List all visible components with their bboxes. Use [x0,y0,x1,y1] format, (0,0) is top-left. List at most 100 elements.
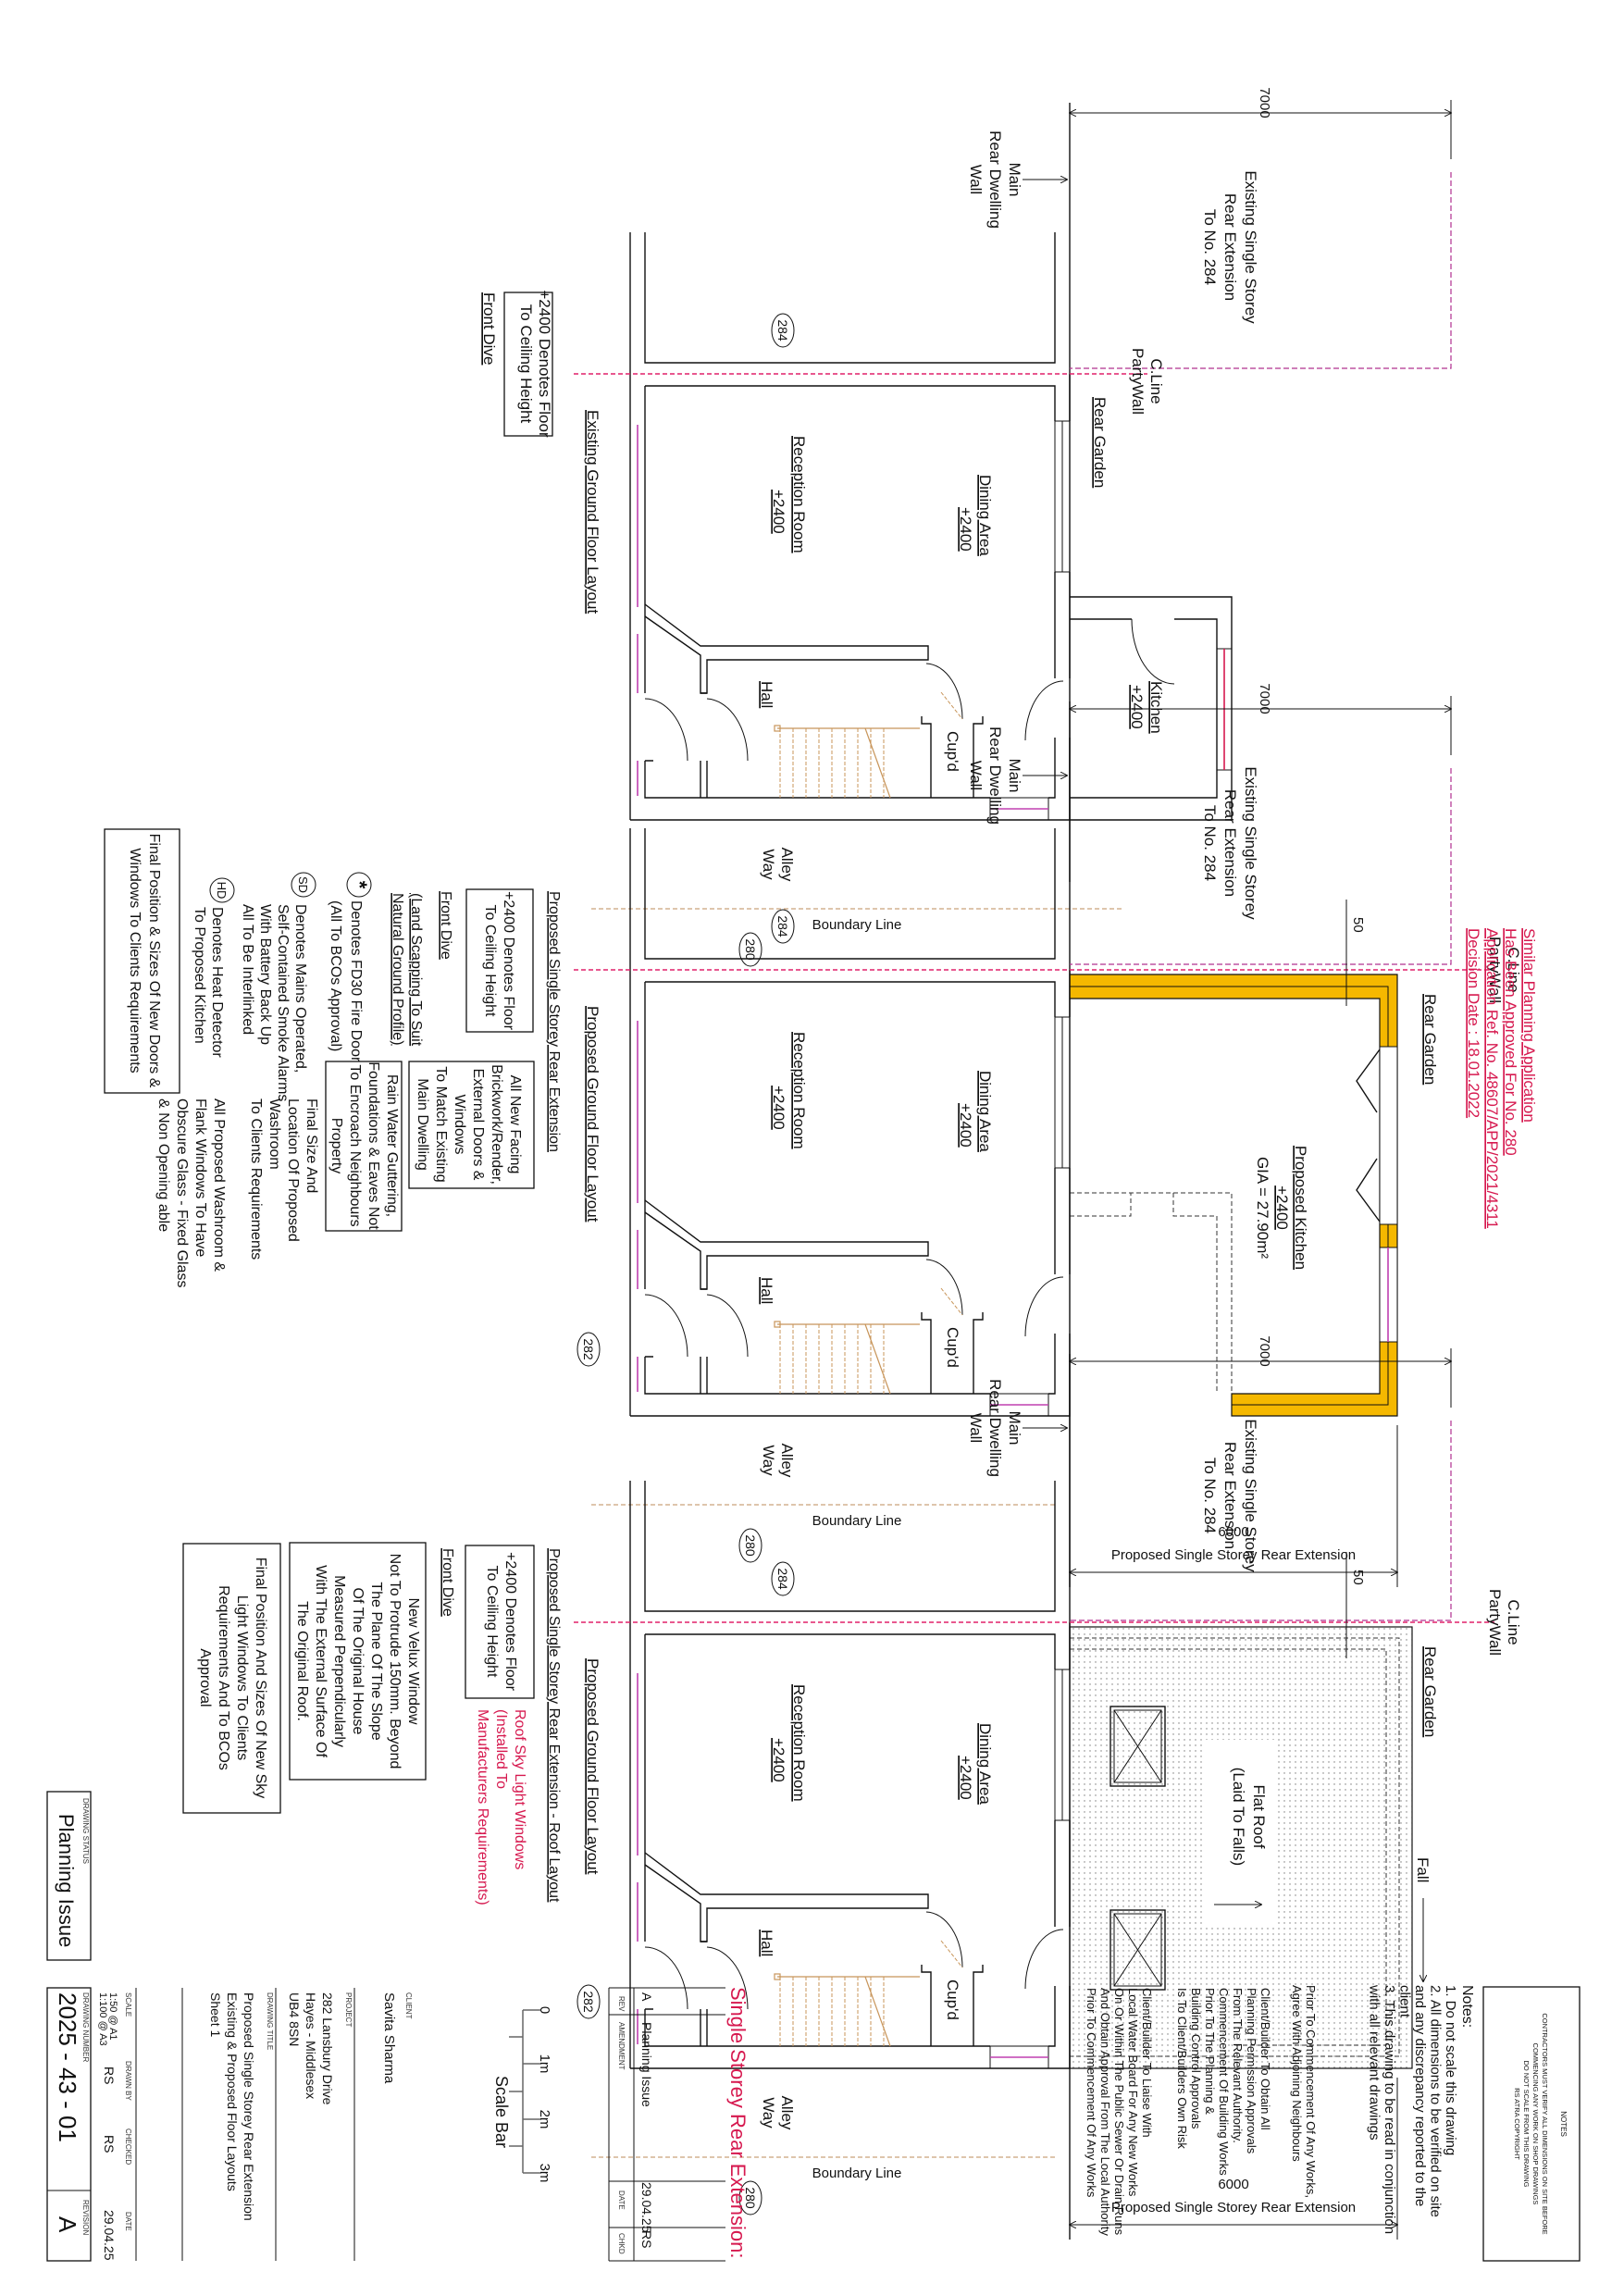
text-line: UB4 8SN [287,1992,302,2046]
text-line: All To Be Interlinked [240,904,255,1035]
drawing-number-label: DRAWING NUMBER [81,1992,90,2062]
alley-way-label: AlleyWay [760,848,796,882]
dining-height: +2400 [957,1756,974,1800]
room-cupboard: Cup'd [944,1980,961,2020]
text-line: Final Position & Sizes Of New Doors & [146,834,162,1088]
text-line: DO NOT SCALE FROM THIS DRAWING [1522,2061,1531,2188]
water-board-note: Client/Builder To Liaise WithLocal Water… [1085,1988,1154,2236]
text-line: With The External Surface Of [313,1565,329,1757]
room-dining: Dining Area [976,1071,994,1152]
skylight-icon [1110,1706,1166,1787]
text-line: 1. Do not scale this drawing [1443,1985,1458,2155]
drawing-number: 2025 - 43 - 01 [54,1992,81,2142]
text-line: COMMENCING ANY WORK ON SHOP DRAWINGS [1531,2043,1540,2205]
scale-tick-label: 0 [537,2006,552,2014]
kitchen-units [1070,1192,1233,1394]
text-line: To No. 284 [1201,805,1219,881]
skylight-icon [1110,1909,1166,1991]
dimension-6000-caption: Proposed Single Storey Rear Extension [1111,2200,1356,2215]
text-line: To Clients Requirements [248,1098,264,1260]
house-number-280: 280 [743,938,758,961]
chkd-header: CHKD [617,2233,626,2254]
title-block: NOTES CONTRACTORS MUST VERIFY ALL DIMENS… [46,1791,1581,2262]
text-line: +2400 Denotes Floor [536,290,553,438]
text-line: PartyWall [1486,1589,1504,1656]
main-wall-label: MainRear DwellingWall [967,130,1023,229]
text-line: Brickwork/Render, [489,1064,504,1185]
text-line: Planning Permission Approvals [1245,1988,1258,2154]
text-line: CONTRACTORS MUST VERIFY ALL DIMENSIONS O… [1541,2013,1549,2234]
roof-subtitle: Proposed Single Storey Rear Extension - … [546,1548,562,1903]
text-line: Foundations & Eaves Not [366,1061,381,1230]
text-line: Denotes Mains Operated, [292,904,308,1073]
drawing-status-label: DRAWING STATUS [81,1798,90,1864]
text-line: Natural Ground Profile) [390,893,405,1046]
text-line: Self-Contained Smoke Alarms [275,904,291,1101]
room-dining: Dining Area [976,1723,994,1805]
text-line: and any discrepancy reported to the [1412,1985,1428,2206]
text-line: Of The Original House [350,1588,366,1735]
kitchen-height: +2400 [1128,685,1146,729]
text-line: Final Size And [304,1098,319,1193]
alley-way-label: AlleyWay [760,2096,796,2130]
text-line: C.Line [1147,358,1165,403]
text-line: (All To BCOs Approval) [328,900,343,1051]
rear-garden-label: Rear Garden [1091,397,1109,488]
alley-way-label: AlleyWay [760,1444,796,1478]
text-line: 282 Lansbury Drive [320,1992,335,2105]
drawn-by-value: RS [102,2066,117,2084]
heat-detector-note: Denotes Heat DetectorTo Proposed Kitchen [192,907,225,1058]
height-note: +2400 Denotes FloorTo Ceiling Height [517,290,553,438]
text-line: On Or Within The Public Sewer Or Drain R… [1112,1988,1126,2236]
velux-note: New Velux WindowNot To Protrude 150mm. B… [294,1554,421,1769]
neighbour-extension-label: Existing Single StoreyRear ExtensionTo N… [1201,766,1259,920]
general-notes: 1. Do not scale this drawing2. All dimen… [1367,1984,1459,2234]
roof-notes: Proposed Single Storey Rear Extension - … [182,1542,562,1905]
front-drive-label: Front Dive [440,1548,455,1617]
existing-plan: 7000 Existing Single StoreyRear Extensio… [480,87,1451,967]
text-line: Local Water Board For Any New Works [1126,1988,1140,2197]
new-extension-walls [1069,974,1398,1417]
text-line: Existing Single Storey [1242,170,1259,324]
room-hall: Hall [758,681,775,708]
text-line: Hayes - Middlesex [304,1992,318,2099]
main-wall-label: MainRear DwellingWall [967,726,1023,825]
text-line: +2400 Denotes Floor [501,891,516,1031]
dimension-7000-label: 7000 [1257,1335,1272,1366]
text-line: The Plane Of The Slope [368,1582,384,1740]
text-line: To Ceiling Height [484,1566,500,1679]
skylight-position-note: Final Position And Sizes Of New SkyLight… [197,1558,268,1799]
text-line: Rain Water Guttering, [384,1074,400,1217]
text-line: Alley [778,2096,796,2130]
dimension-6000-caption: Proposed Single Storey Rear Extension [1111,1547,1356,1563]
room-proposed-kitchen: Proposed Kitchen [1292,1146,1309,1270]
text-line: Rear Extension [1221,1442,1239,1549]
dimension-50-label: 50 [1350,917,1366,933]
text-line: To Ceiling Height [482,905,498,1018]
room-cupboard: Cup'd [944,1327,961,1368]
room-reception: Reception Room [790,1032,808,1149]
text-line: Rear Dwelling [986,130,1004,229]
rainwater-note: Rain Water Guttering,Foundations & Eaves… [329,1061,400,1230]
scale-bar: 0 1m 2m 3m Scale Bar [492,2006,552,2183]
dining-height: +2400 [957,1103,974,1148]
text-line: To Ceiling Height [517,304,535,424]
text-line: Way [760,2097,777,2128]
checked-value: RS [102,2135,117,2153]
text-line: Main [1006,163,1023,197]
dimension-50-label: 50 [1350,1570,1366,1585]
drawing-title-label: DRAWING TITLE [266,1992,274,2050]
text-line: Windows [452,1095,467,1155]
party-wall-label: C.LinePartyWall [1486,937,1522,1003]
notes-heading: Notes: [1459,1985,1475,2028]
house-number-284: 284 [775,1568,790,1590]
scale-tick-label: 1m [537,2054,552,2074]
text-line: Main Dwelling [415,1078,430,1171]
house-number-284: 284 [775,319,790,341]
house-number-284: 284 [775,915,790,937]
text-line: Flat Roof [1250,1785,1268,1849]
fire-door-note: Denotes FD30 Fire Doors(All To BCOs Appr… [328,900,364,1069]
rev-value: A [639,1992,654,2002]
drawing-status: Planning Issue [55,1814,78,1947]
kitchen-gia: GIA = 27.90m² [1254,1157,1271,1259]
